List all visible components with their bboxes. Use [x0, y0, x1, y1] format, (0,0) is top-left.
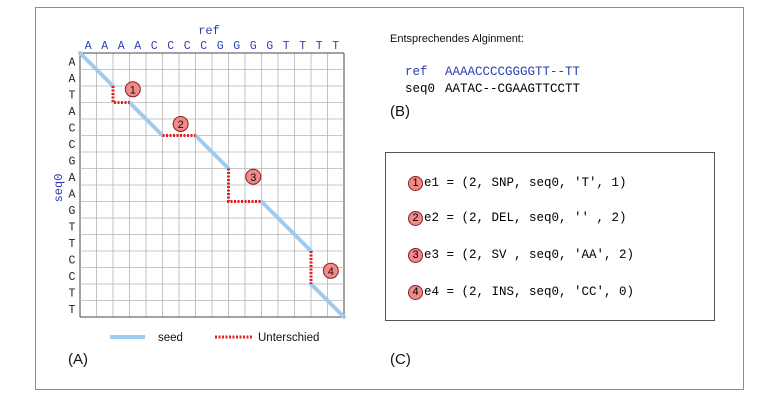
alignment-seq-sequence: AATAC--CGAAGTTCCTT [445, 82, 581, 96]
seq-base-label: T [69, 287, 76, 300]
difference-marker-label: 1 [130, 84, 136, 96]
difference-segment [227, 168, 262, 203]
event-text: e2 = (2, DEL, seq0, '' , 2) [424, 211, 627, 225]
alignment-seq-label: seq0 [405, 82, 436, 96]
ref-base-label: A [118, 40, 125, 53]
seed-segment [127, 100, 165, 138]
event-badge: 1 [408, 175, 423, 191]
ref-base-label: C [184, 40, 191, 53]
ref-axis-label: ref [198, 24, 220, 38]
event-badge: 2 [408, 210, 423, 226]
seq-base-label: T [69, 304, 76, 317]
legend-diff-label: Unterschied [258, 332, 319, 344]
event-text: e3 = (2, SV , seq0, 'AA', 2) [424, 248, 635, 262]
ref-base-label: A [85, 40, 92, 53]
seq-base-label: A [69, 172, 76, 185]
event-badge: 3 [408, 247, 423, 263]
ref-base-label: A [134, 40, 141, 53]
alignment-seq-row: seq0 AATAC--CGAAGTTCCTT [390, 68, 580, 96]
ref-base-label: A [101, 40, 108, 53]
figure-frame [35, 7, 744, 390]
seq-base-label: A [69, 56, 76, 69]
difference-segment [111, 86, 130, 104]
ref-base-label: C [200, 40, 207, 53]
ref-base-label: T [316, 40, 323, 53]
difference-marker [172, 115, 189, 132]
seq-base-label: C [69, 254, 76, 267]
seed-segment [78, 51, 115, 88]
event-badge: 4 [408, 284, 423, 300]
difference-marker [322, 262, 339, 279]
seq-base-label: C [69, 122, 76, 135]
difference-marker [124, 81, 141, 98]
difference-marker-label: 3 [250, 172, 256, 184]
difference-marker [245, 168, 262, 185]
event-text: e1 = (2, SNP, seq0, 'T', 1) [424, 176, 627, 190]
seq-base-label: G [69, 205, 76, 218]
ref-base-label: C [151, 40, 158, 53]
ref-base-label: G [266, 40, 273, 53]
seq-base-label: T [69, 238, 76, 251]
seq-base-label: A [69, 73, 76, 86]
alignment-title: Entsprechendes Alginment: [390, 33, 524, 45]
seq-base-label: C [69, 139, 76, 152]
ref-base-label: G [250, 40, 257, 53]
alignment-ref-row: ref AAAACCCCGGGGTT--TT [390, 51, 580, 79]
panel-label-c: (C) [390, 351, 411, 368]
ref-base-label: G [233, 40, 240, 53]
ref-base-label: C [167, 40, 174, 53]
alignment-ref-sequence: AAAACCCCGGGGTT--TT [445, 65, 581, 79]
seq-base-label: G [69, 155, 76, 168]
panel-label-a: (A) [68, 351, 88, 368]
seed-segment [193, 133, 231, 171]
ref-base-label: T [299, 40, 306, 53]
difference-marker-label: 2 [178, 119, 184, 131]
seq-base-label: A [69, 188, 76, 201]
seq-axis-label: seq0 [52, 174, 66, 203]
seed-segment [309, 282, 346, 319]
ref-base-label: G [217, 40, 224, 53]
ref-base-label: T [332, 40, 339, 53]
event-text: e4 = (2, INS, seq0, 'CC', 0) [424, 285, 635, 299]
seq-base-label: A [69, 106, 76, 119]
panel-label-b: (B) [390, 103, 410, 120]
seq-base-label: C [69, 271, 76, 284]
seq-base-label: T [69, 221, 76, 234]
seed-segment [259, 199, 313, 253]
seq-base-label: T [69, 89, 76, 102]
ref-base-label: T [283, 40, 290, 53]
alignment-ref-label: ref [405, 65, 428, 79]
difference-marker-label: 4 [328, 266, 334, 278]
legend-seed-label: seed [158, 332, 183, 344]
